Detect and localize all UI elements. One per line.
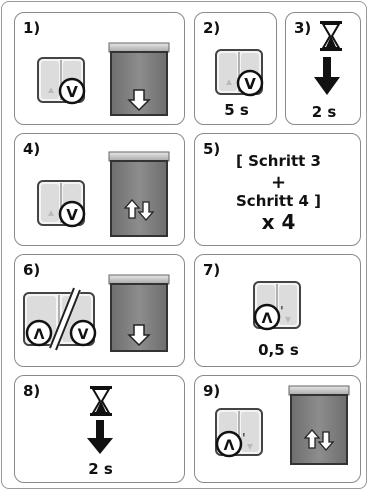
shutter-icon xyxy=(288,385,350,465)
step-2-panel: 2) V 5 s xyxy=(194,12,277,125)
svg-text:V: V xyxy=(244,75,256,93)
step-number: 2) xyxy=(203,19,221,37)
arrow-up-icon xyxy=(123,199,141,219)
remote-control-icon: V xyxy=(37,180,86,228)
step-number: 8) xyxy=(23,382,41,400)
down-key-label: V xyxy=(78,327,89,343)
step-7-panel: 7) Λ ' 0,5 s xyxy=(194,254,361,367)
step-9-panel: 9) Λ ' xyxy=(194,375,361,483)
arrow-up-icon xyxy=(303,429,321,449)
down-key-label: V xyxy=(66,83,78,101)
shutter-icon xyxy=(108,151,170,237)
svg-text:V: V xyxy=(66,206,78,224)
duration-label: 0,5 s xyxy=(258,341,299,359)
step-3-panel: 3) 2 s xyxy=(285,12,361,125)
remote-control-icon: V xyxy=(215,49,264,97)
step-6-panel: 6) Λ V xyxy=(14,254,185,367)
remote-control-icon: Λ ' xyxy=(215,408,263,458)
arrow-down-icon xyxy=(314,57,340,95)
duration-label: 5 s xyxy=(224,101,249,119)
svg-text:': ' xyxy=(242,431,246,445)
svg-text:Λ: Λ xyxy=(224,438,235,454)
stop-mark: ' xyxy=(280,304,284,318)
arrow-down-icon xyxy=(87,420,113,454)
step-5-panel: 5) [ Schritt 3 + Schritt 4 ] x 4 xyxy=(194,133,361,246)
step-number: 9) xyxy=(203,382,221,400)
arrow-down-icon xyxy=(127,324,151,347)
arrow-down-icon xyxy=(137,201,155,221)
repeat-count: x 4 xyxy=(261,210,296,234)
duration-label: 2 s xyxy=(311,103,337,121)
step-4-panel: 4) V xyxy=(14,133,185,246)
repeat-instruction-line-2: Schritt 4 ] xyxy=(236,192,321,210)
step-number: 1) xyxy=(23,19,41,37)
remote-control-icon: V xyxy=(37,57,86,105)
up-key-label: Λ xyxy=(34,327,45,343)
step-number: 6) xyxy=(23,261,41,279)
arrow-down-icon xyxy=(317,431,335,451)
shutter-icon xyxy=(108,42,170,116)
step-number: 5) xyxy=(203,140,221,158)
svg-text:Λ: Λ xyxy=(262,311,273,327)
remote-control-icon: Λ V xyxy=(23,287,97,351)
arrow-down-icon xyxy=(127,89,151,112)
plus-sign: + xyxy=(270,172,287,193)
repeat-instruction-line-1: [ Schritt 3 xyxy=(236,152,321,170)
duration-label: 2 s xyxy=(88,460,113,478)
hourglass-icon xyxy=(90,386,112,416)
step-8-panel: 8) 2 s xyxy=(14,375,185,483)
shutter-icon xyxy=(108,274,170,352)
step-number: 3) xyxy=(294,19,312,37)
remote-control-icon: Λ ' xyxy=(253,281,301,331)
step-number: 7) xyxy=(203,261,221,279)
step-1-panel: 1) V xyxy=(14,12,185,125)
hourglass-icon xyxy=(320,21,342,51)
step-number: 4) xyxy=(23,140,41,158)
